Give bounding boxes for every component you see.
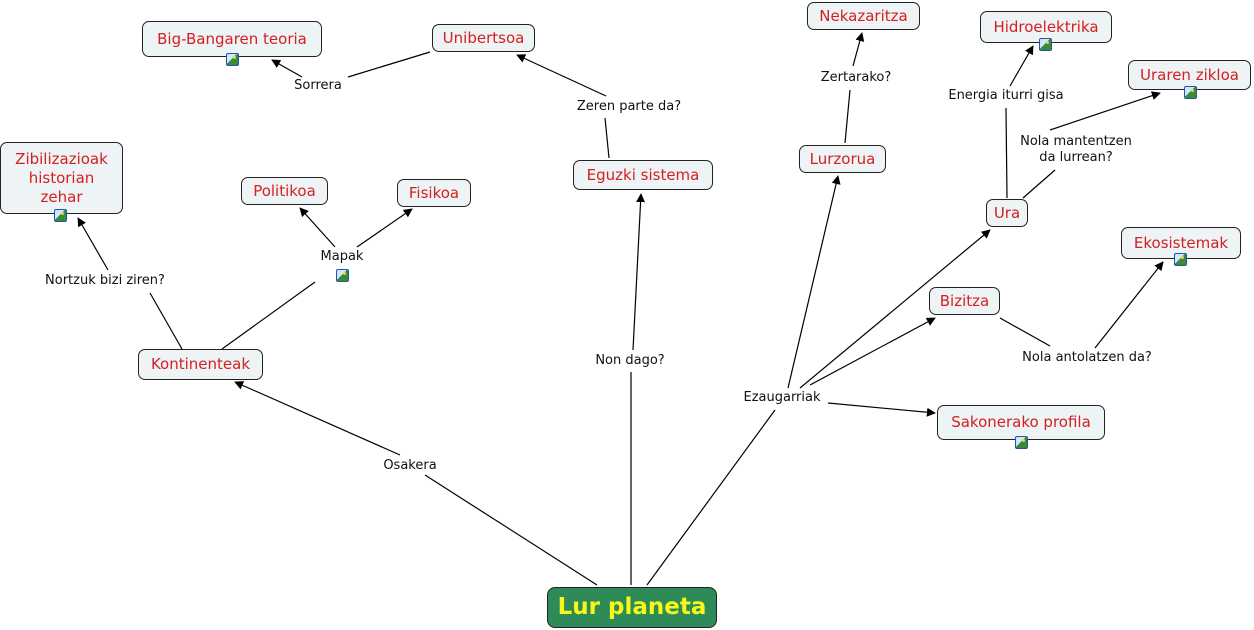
link-non-dago[interactable]: Non dago? — [594, 353, 666, 369]
image-resource-icon[interactable] — [226, 53, 239, 66]
link-nortzuk-bizi-ziren[interactable]: Nortzuk bizi ziren? — [44, 273, 166, 289]
connector-arrow — [234, 381, 401, 456]
connector-arrow — [809, 317, 936, 386]
connector-arrow — [299, 207, 336, 248]
connector-line — [646, 409, 776, 586]
connector-arrow — [1049, 91, 1161, 131]
connector-line — [424, 474, 598, 586]
connector-arrow — [827, 402, 936, 417]
image-resource-icon[interactable] — [1015, 436, 1028, 449]
concept-zibilizazioak[interactable]: Zibilizazioak historian zehar — [0, 142, 123, 214]
link-sorrera[interactable]: Sorrera — [293, 78, 343, 94]
image-resource-icon[interactable] — [336, 269, 349, 282]
link-zeren-parte-da[interactable]: Zeren parte da? — [575, 99, 683, 115]
image-resource-icon[interactable] — [1174, 253, 1187, 266]
connector-arrow — [356, 208, 413, 248]
connector-arrow — [632, 193, 646, 351]
link-ezaugarriak[interactable]: Ezaugarriak — [742, 390, 822, 406]
concept-eguzki-sistema[interactable]: Eguzki sistema — [573, 160, 713, 190]
connector-arrow — [1009, 45, 1034, 87]
concept-unibertsoa[interactable]: Unibertsoa — [432, 24, 535, 52]
concept-sakonerako-profila[interactable]: Sakonerako profila — [937, 405, 1105, 440]
connector-arrow — [787, 175, 841, 389]
connector-arrow — [799, 229, 991, 389]
link-nola-mantentzen[interactable]: Nola mantentzen da lurrean? — [1012, 134, 1140, 166]
concept-hidroelektrika[interactable]: Hidroelektrika — [980, 11, 1112, 43]
connector-arrow — [1094, 261, 1164, 349]
link-nola-antolatzen[interactable]: Nola antolatzen da? — [1021, 350, 1153, 366]
connector-line — [844, 89, 851, 144]
connector-line — [1005, 107, 1008, 199]
link-osakera[interactable]: Osakera — [382, 458, 438, 474]
image-resource-icon[interactable] — [1184, 86, 1197, 99]
concept-kontinenteak[interactable]: Kontinenteak — [138, 349, 263, 380]
concept-ura[interactable]: Ura — [986, 199, 1028, 227]
connector-arrow — [516, 54, 607, 97]
connector-line — [347, 51, 431, 78]
connector-line — [1022, 169, 1056, 199]
concept-lurzorua[interactable]: Lurzorua — [799, 145, 886, 173]
root-concept-lur-planeta[interactable]: Lur planeta — [547, 587, 717, 628]
concept-politikoa[interactable]: Politikoa — [241, 177, 328, 205]
concept-bizitza[interactable]: Bizitza — [929, 287, 1000, 315]
link-mapak[interactable]: Mapak — [319, 249, 365, 265]
connector-arrow — [271, 59, 303, 78]
connector-line — [999, 317, 1051, 347]
connector-arrow — [852, 32, 865, 67]
connector-line — [221, 281, 316, 350]
link-zertarako[interactable]: Zertarako? — [819, 70, 893, 86]
connector-line — [149, 292, 183, 350]
concept-fisikoa[interactable]: Fisikoa — [397, 179, 471, 207]
connector-arrow — [77, 217, 109, 271]
image-resource-icon[interactable] — [1039, 38, 1052, 51]
link-energia-iturri-gisa[interactable]: Energia iturri gisa — [947, 88, 1065, 104]
connector-line — [604, 117, 610, 159]
concept-big-bangaren-teoria[interactable]: Big-Bangaren teoria — [142, 21, 322, 57]
image-resource-icon[interactable] — [54, 209, 67, 222]
concept-nekazaritza[interactable]: Nekazaritza — [807, 2, 920, 30]
